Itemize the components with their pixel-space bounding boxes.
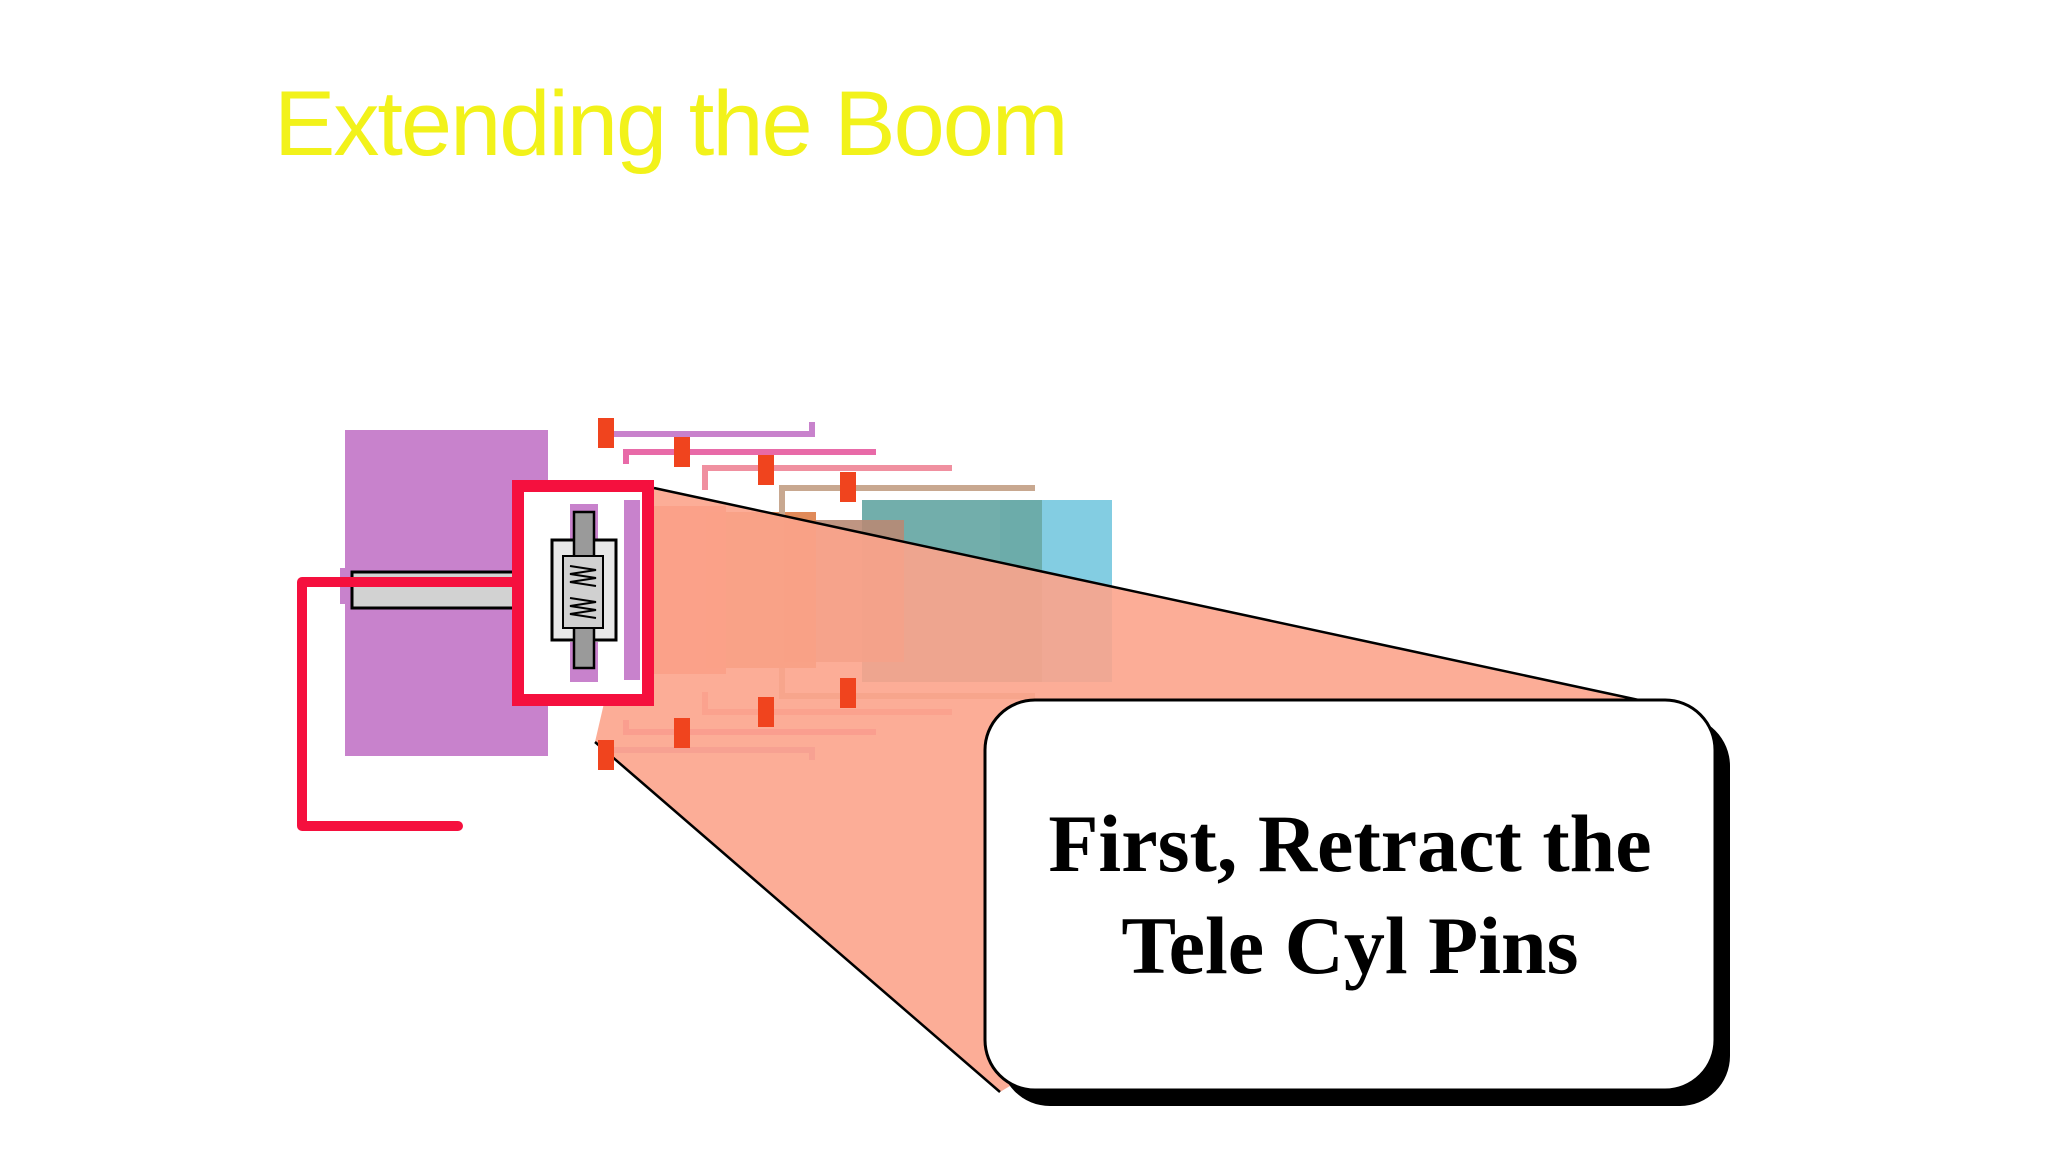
highlighted-pin-assembly bbox=[518, 486, 648, 694]
pin-block bbox=[674, 718, 690, 748]
pin-block bbox=[758, 455, 774, 485]
spring-icon bbox=[569, 597, 597, 619]
rail-top-3 bbox=[702, 465, 952, 490]
pin-block bbox=[840, 472, 856, 502]
slide-title: Extending the Boom bbox=[274, 73, 1069, 175]
callout-line-1: First, Retract the bbox=[1048, 798, 1652, 889]
highlight-box bbox=[512, 480, 654, 706]
callout-text: First, Retract the Tele Cyl Pins bbox=[985, 700, 1715, 1090]
callout-line-2: Tele Cyl Pins bbox=[1121, 900, 1579, 991]
zoom-beam-edge-top bbox=[653, 486, 1649, 704]
rail-top-1 bbox=[600, 422, 815, 437]
assembly-pink-right bbox=[624, 500, 640, 680]
spring-icon bbox=[569, 565, 597, 587]
spring-housing bbox=[562, 555, 604, 629]
rail-top-4 bbox=[779, 485, 1035, 516]
hydraulic-line bbox=[297, 577, 565, 831]
rail-top-2 bbox=[623, 449, 876, 464]
pin-block bbox=[840, 678, 856, 708]
zoom-beam-edge-bottom bbox=[594, 741, 1001, 1093]
pin-block bbox=[674, 437, 690, 467]
pin-block bbox=[758, 697, 774, 727]
pin-block bbox=[598, 418, 614, 448]
pin-blocks bbox=[598, 418, 856, 770]
callout-frame bbox=[983, 698, 1717, 1092]
callout-box bbox=[983, 698, 1730, 1106]
pin-block bbox=[598, 740, 614, 770]
